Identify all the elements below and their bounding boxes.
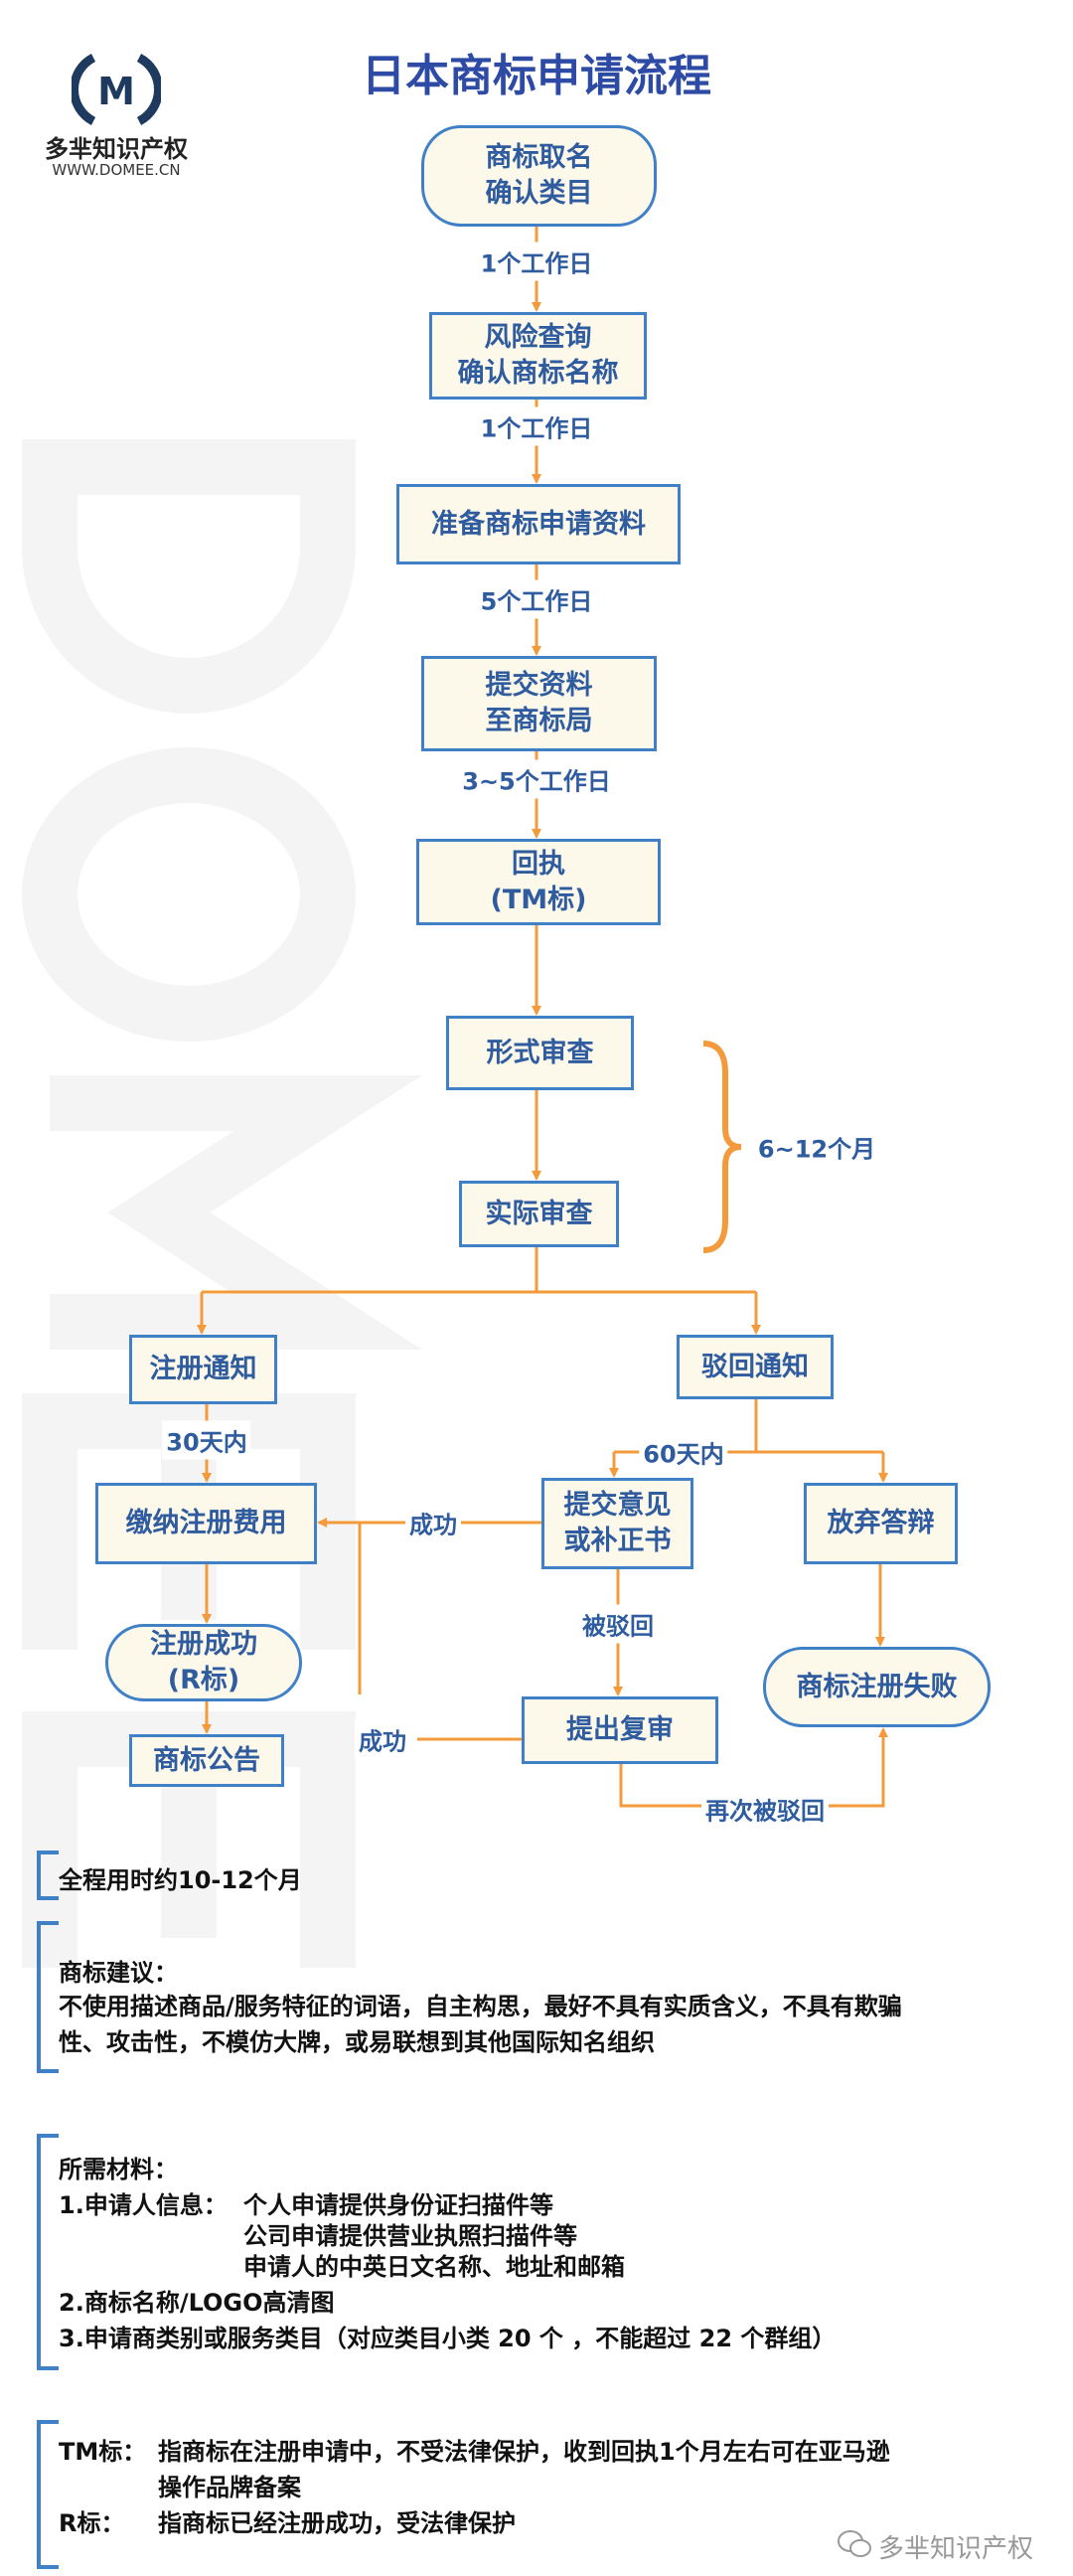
- step-pay-fee[interactable]: 缴纳注册费用: [95, 1483, 317, 1564]
- step-formal-exam[interactable]: 形式审查: [446, 1016, 634, 1090]
- step-reg-notice[interactable]: 注册通知: [129, 1335, 277, 1404]
- brand-url: WWW.DOMEE.CN: [52, 161, 181, 179]
- r-text: 指商标已经注册成功，受法律保护: [158, 2509, 516, 2537]
- duration-label: 60天内: [639, 1432, 728, 1472]
- duration-label: 1个工作日: [476, 406, 597, 446]
- svg-text:M: M: [97, 70, 135, 113]
- tm-line: 操作品牌备案: [158, 2474, 301, 2501]
- step-naming[interactable]: 商标取名确认类目: [421, 125, 657, 227]
- advice-line: 性、攻击性，不模仿大牌，或易联想到其他国际知名组织: [59, 2028, 655, 2056]
- rejected-again-label: 再次被驳回: [701, 1789, 829, 1829]
- r-label: R标：: [59, 2509, 125, 2537]
- note-marks: TM标： 指商标在注册申请中，不受法律保护，收到回执1个月左右可在亚马逊 操作品…: [37, 2420, 890, 2569]
- footer-account: 多芈知识产权: [878, 2534, 1034, 2564]
- wechat-icon: [838, 2530, 871, 2557]
- note-advice: 商标建议： 不使用描述商品/服务特征的词语，自主构思，最好不具有实质含义，不具有…: [37, 1921, 902, 2073]
- step-receipt[interactable]: 回执(TM标): [416, 839, 661, 925]
- note-materials: 所需材料： 1.申请人信息： 个人申请提供身份证扫描件等 公司申请提供营业执照扫…: [37, 2134, 836, 2370]
- tm-label: TM标：: [59, 2438, 147, 2466]
- step-submit[interactable]: 提交资料至商标局: [421, 656, 657, 751]
- success-label: 成功: [355, 1719, 410, 1759]
- brand-name: 多芈知识产权: [45, 135, 188, 163]
- advice-title: 商标建议：: [59, 1959, 178, 1987]
- materials-m1-line: 申请人的中英日文名称、地址和邮箱: [243, 2253, 625, 2281]
- duration-label: 1个工作日: [476, 242, 597, 281]
- duration-label: 5个工作日: [476, 579, 597, 619]
- step-respond[interactable]: 提交意见或补正书: [541, 1478, 693, 1569]
- materials-title: 所需材料：: [59, 2156, 178, 2183]
- note-total: 全程用时约10-12个月: [37, 1851, 302, 1900]
- step-give-up[interactable]: 放弃答辩: [804, 1483, 958, 1564]
- advice-line: 不使用描述商品/服务特征的词语，自主构思，最好不具有实质含义，不具有欺骗: [59, 1993, 902, 2020]
- duration-label: 30天内: [162, 1420, 251, 1460]
- step-substantive-exam[interactable]: 实际审查: [459, 1181, 619, 1247]
- materials-m3: 3.申请商类别或服务类目（对应类目小类 20 个 ，不能超过 22 个群组）: [59, 2325, 837, 2352]
- page-title: 日本商标申请流程: [362, 51, 711, 101]
- step-reject-notice[interactable]: 驳回通知: [677, 1335, 834, 1399]
- tm-line: 指商标在注册申请中，不受法律保护，收到回执1个月左右可在亚马逊: [158, 2438, 890, 2466]
- materials-m1-line: 公司申请提供营业执照扫描件等: [243, 2222, 577, 2250]
- materials-m2: 2.商标名称/LOGO高清图: [59, 2289, 335, 2317]
- step-search[interactable]: 风险查询确认商标名称: [429, 312, 647, 400]
- exam-period-brace: [702, 1041, 742, 1253]
- step-review[interactable]: 提出复审: [522, 1696, 718, 1764]
- materials-m1-line: 个人申请提供身份证扫描件等: [243, 2191, 553, 2219]
- success-label: 成功: [405, 1503, 461, 1542]
- step-fail[interactable]: 商标注册失败: [763, 1647, 991, 1727]
- rejected-label: 被驳回: [578, 1604, 658, 1644]
- step-prepare[interactable]: 准备商标申请资料: [396, 484, 681, 564]
- step-reg-success[interactable]: 注册成功(R标): [105, 1624, 302, 1701]
- step-announce[interactable]: 商标公告: [129, 1734, 284, 1787]
- exam-period-label: 6~12个月: [753, 1127, 880, 1167]
- logo-icon: M: [72, 54, 161, 125]
- duration-label: 3~5个工作日: [458, 759, 615, 799]
- materials-m1-label: 1.申请人信息：: [59, 2191, 228, 2219]
